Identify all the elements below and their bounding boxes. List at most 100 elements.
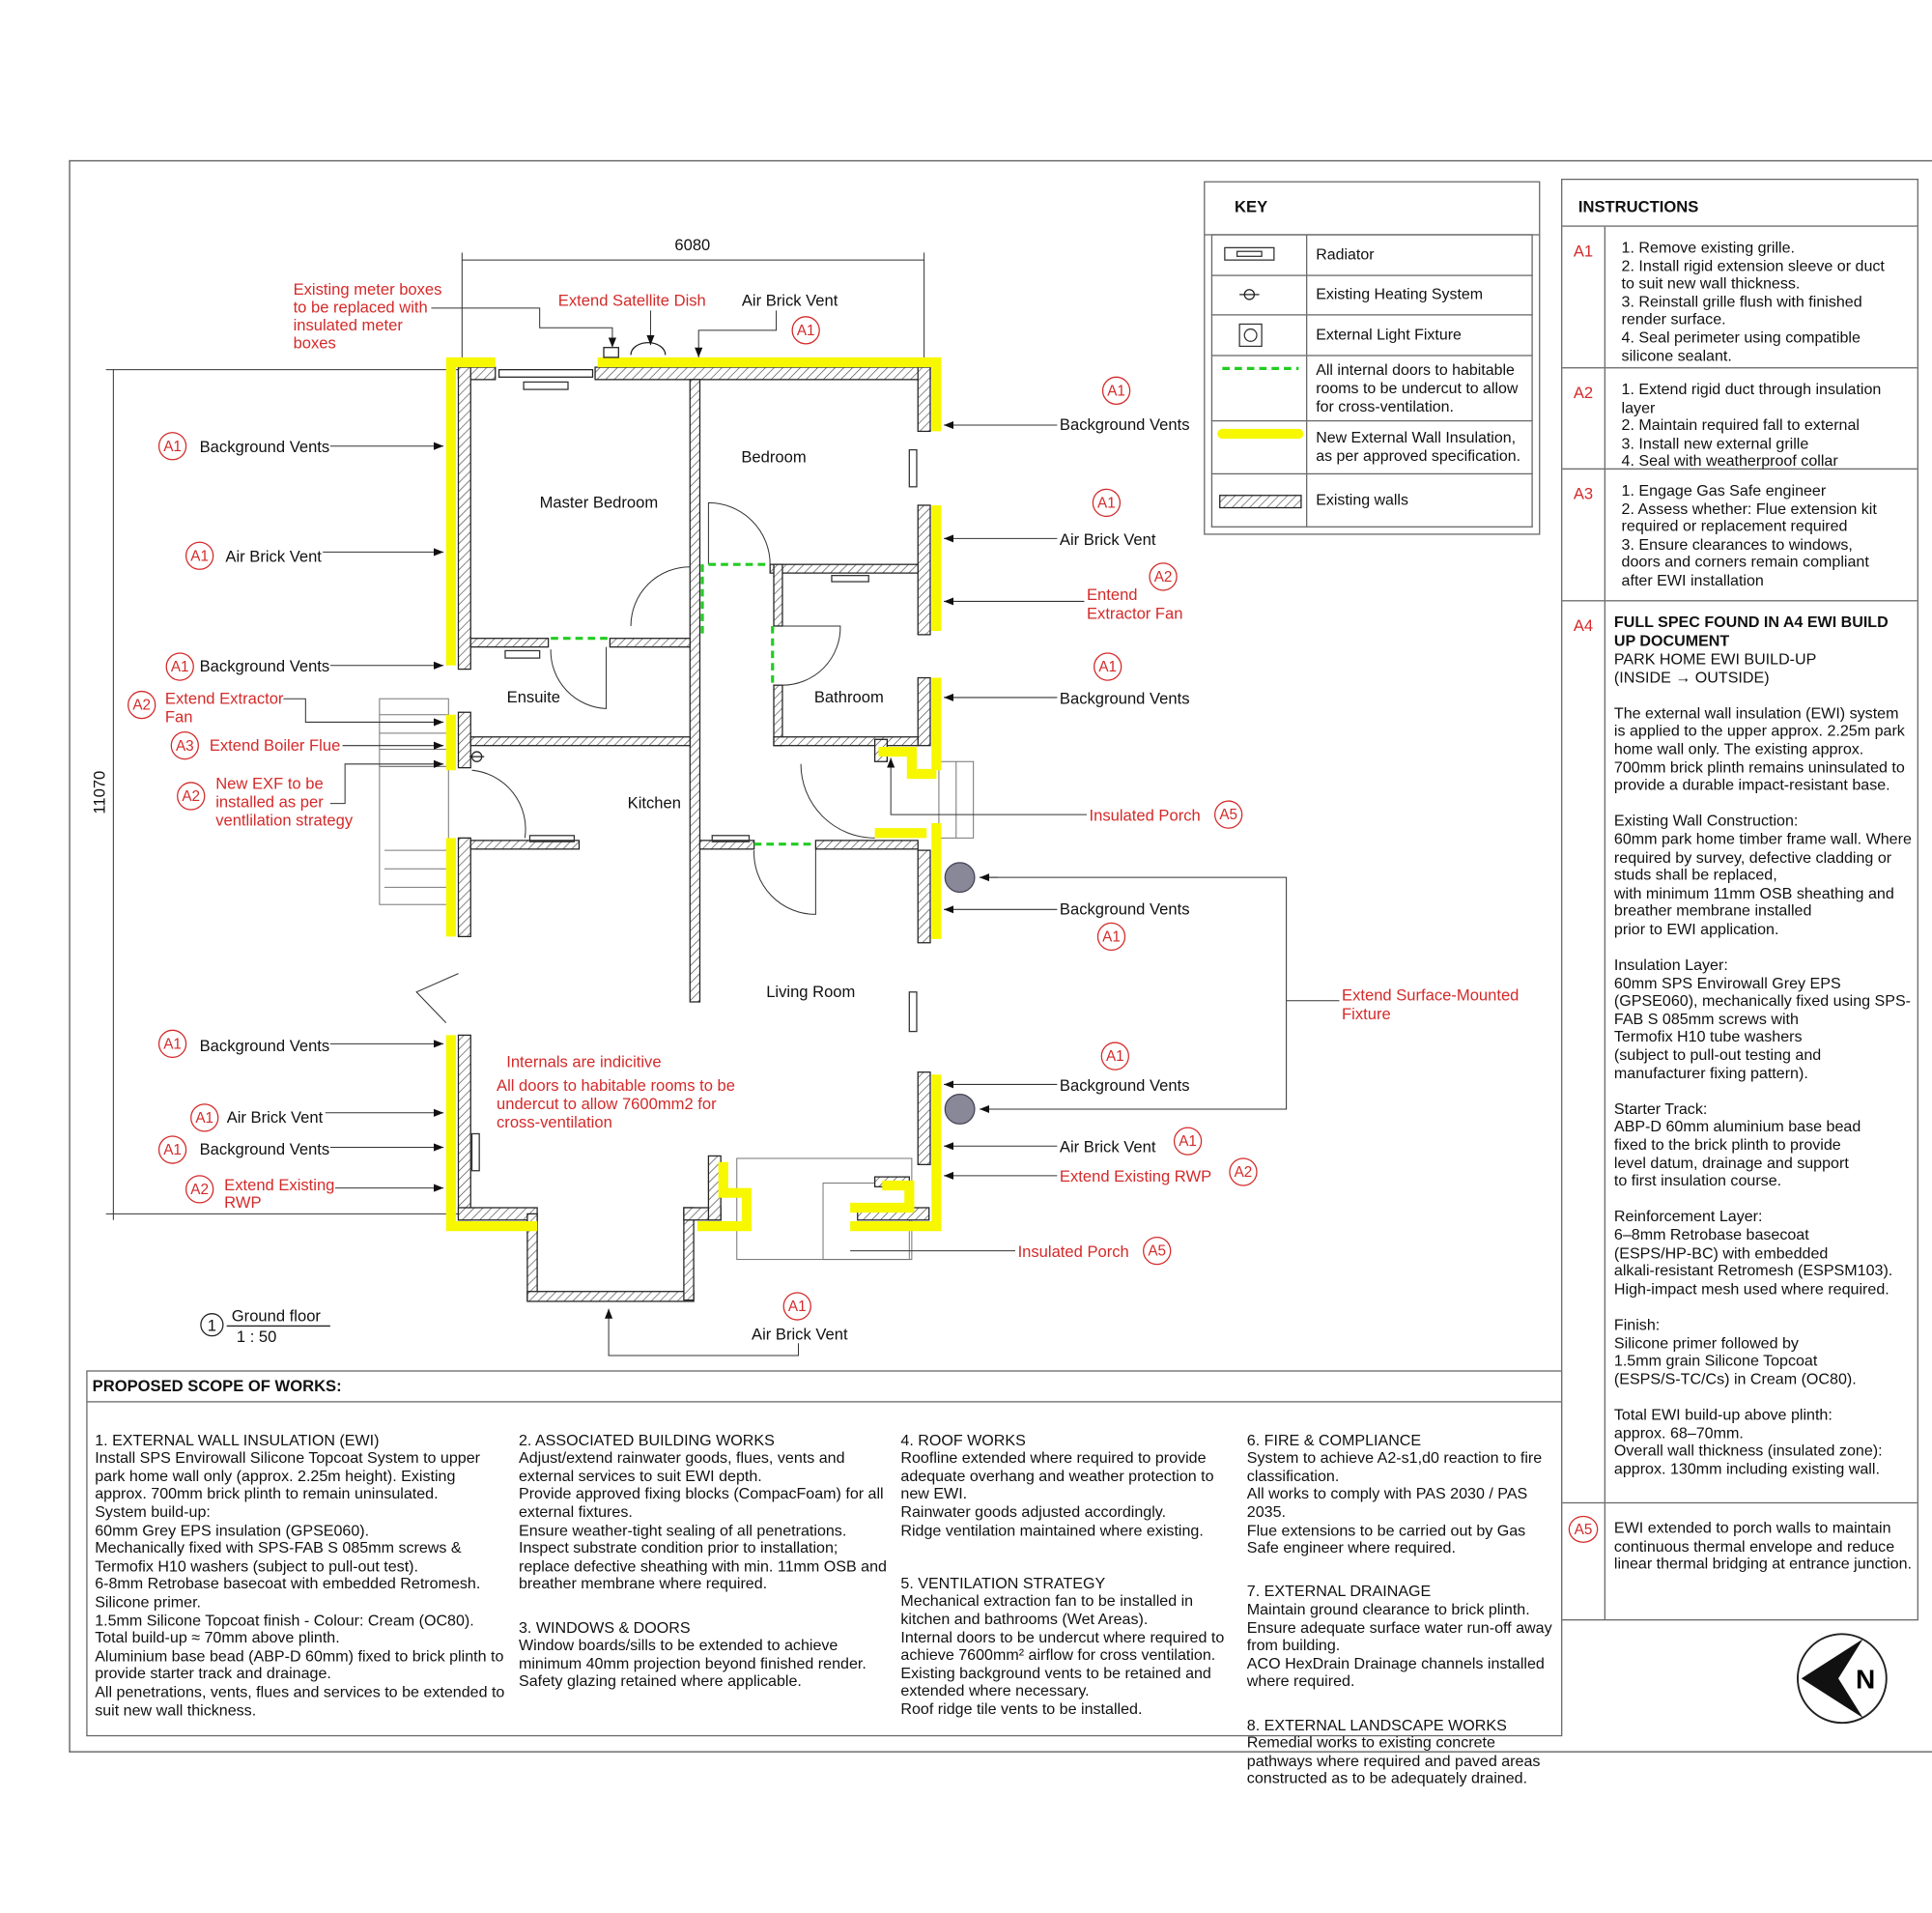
svg-text:A1: A1 bbox=[1107, 383, 1125, 399]
svg-text:Air Brick Vent: Air Brick Vent bbox=[225, 548, 322, 566]
room-bedroom: Bedroom bbox=[741, 447, 806, 466]
svg-text:A1: A1 bbox=[195, 1110, 213, 1127]
key-item-undercut: All internal doors to habitable rooms to… bbox=[1210, 356, 1533, 422]
svg-text:A1: A1 bbox=[190, 548, 209, 564]
room-living-room: Living Room bbox=[766, 983, 855, 1001]
scope-column-4: 6. FIRE & COMPLIANCE System to achieve A… bbox=[1246, 1431, 1552, 1787]
room-kitchen: Kitchen bbox=[628, 794, 681, 813]
key-item-radiator: Radiator bbox=[1210, 234, 1533, 276]
annotation-left-air-brick-vent-1: A1 Air Brick Vent bbox=[185, 541, 444, 570]
instruction-a1: A1 1. Remove existing grille. 2. Install… bbox=[1562, 226, 1918, 369]
svg-text:Insulated Porch: Insulated Porch bbox=[1090, 806, 1201, 824]
dimension-width-label: 6080 bbox=[674, 236, 710, 254]
svg-text:Insulated Porch: Insulated Porch bbox=[1018, 1242, 1129, 1261]
annotation-top-air-brick-vent: Air Brick Vent A1 bbox=[695, 291, 838, 357]
key-title: KEY bbox=[1205, 183, 1540, 236]
svg-text:Background Vents: Background Vents bbox=[1060, 899, 1190, 918]
surface-mounted-fixture-icon bbox=[944, 862, 976, 1125]
svg-text:Background Vents: Background Vents bbox=[200, 438, 330, 456]
existing-walls bbox=[457, 366, 931, 1302]
svg-text:A1: A1 bbox=[1106, 1048, 1124, 1065]
svg-text:A1: A1 bbox=[1097, 496, 1116, 512]
scope-column-2: 2. ASSOCIATED BUILDING WORKS Adjust/exte… bbox=[518, 1431, 887, 1691]
sheet-border bbox=[69, 159, 1932, 1753]
svg-text:A2: A2 bbox=[190, 1182, 209, 1198]
svg-text:Background Vents: Background Vents bbox=[1060, 689, 1190, 707]
svg-text:Background Vents: Background Vents bbox=[200, 657, 330, 675]
svg-text:1 : 50: 1 : 50 bbox=[237, 1328, 276, 1346]
svg-text:Background Vents: Background Vents bbox=[1060, 1076, 1190, 1095]
svg-text:Background Vents: Background Vents bbox=[1060, 415, 1190, 434]
key-legend: KEY Radiator Existing Heating System Ext… bbox=[1204, 181, 1541, 535]
instruction-a4: A4 FULL SPEC FOUND IN A4 EWI BUILD UP DO… bbox=[1562, 601, 1918, 1504]
instructions-title: INSTRUCTIONS bbox=[1562, 180, 1918, 227]
svg-text:Air Brick Vent: Air Brick Vent bbox=[1060, 1138, 1156, 1156]
svg-text:Background Vents: Background Vents bbox=[200, 1037, 330, 1055]
scope-of-works: PROPOSED SCOPE OF WORKS: 1. EXTERNAL WAL… bbox=[86, 1370, 1563, 1787]
annotation-left-background-vents-1: A1 Background Vents bbox=[157, 432, 444, 461]
svg-text:A2: A2 bbox=[182, 788, 200, 805]
new-external-wall-insulation bbox=[445, 357, 942, 1232]
key-item-light: External Light Fixture bbox=[1210, 315, 1533, 357]
svg-text:Ground floor: Ground floor bbox=[232, 1306, 322, 1325]
svg-text:A1: A1 bbox=[797, 323, 815, 339]
heating-system-icon bbox=[1239, 289, 1260, 300]
svg-text:A1: A1 bbox=[1179, 1133, 1197, 1150]
svg-text:Background Vents: Background Vents bbox=[200, 1140, 330, 1158]
svg-text:Extend Satellite Dish: Extend Satellite Dish bbox=[558, 291, 706, 309]
svg-text:Air Brick Vent: Air Brick Vent bbox=[742, 291, 838, 309]
instruction-a3: A3 1. Engage Gas Safe engineer 2. Assess… bbox=[1562, 469, 1918, 602]
svg-text:Air Brick Vent: Air Brick Vent bbox=[752, 1325, 848, 1343]
view-title: 1 Ground floor 1 : 50 bbox=[200, 1306, 330, 1346]
svg-text:Air Brick Vent: Air Brick Vent bbox=[1060, 530, 1156, 549]
key-item-existing-walls: Existing walls bbox=[1210, 474, 1533, 528]
svg-text:A2: A2 bbox=[1235, 1164, 1253, 1181]
svg-text:A1: A1 bbox=[1098, 659, 1117, 675]
hatched-wall-icon bbox=[1219, 495, 1302, 509]
svg-text:Extend Existing RWP: Extend Existing RWP bbox=[1060, 1167, 1211, 1185]
heating-system-icon bbox=[469, 751, 485, 762]
dimension-width: 6080 bbox=[461, 236, 925, 360]
svg-text:N: N bbox=[1856, 1664, 1875, 1694]
north-arrow-icon: N bbox=[1796, 1633, 1888, 1725]
radiator-icon bbox=[470, 381, 918, 1172]
svg-text:A1: A1 bbox=[788, 1299, 807, 1315]
svg-text:A1: A1 bbox=[163, 1142, 182, 1158]
dimension-height: 11070 bbox=[90, 369, 459, 1220]
key-item-insulation: New External Wall Insulation, as per app… bbox=[1210, 421, 1533, 475]
svg-text:A3: A3 bbox=[176, 738, 194, 755]
dimension-height-label: 11070 bbox=[90, 771, 108, 814]
svg-text:A2: A2 bbox=[132, 698, 151, 714]
note-internals: Internals are indicitive bbox=[506, 1053, 661, 1071]
svg-text:A1: A1 bbox=[171, 659, 189, 675]
green-dashed-line-icon bbox=[1222, 366, 1299, 370]
svg-text:A1: A1 bbox=[1102, 928, 1121, 945]
scope-column-1: 1. EXTERNAL WALL INSULATION (EWI) Instal… bbox=[95, 1431, 505, 1719]
radiator-icon bbox=[1224, 246, 1275, 261]
svg-text:A1: A1 bbox=[163, 439, 182, 455]
instruction-a5: A5 EWI extended to porch walls to mainta… bbox=[1562, 1503, 1917, 1620]
scope-column-3: 4. ROOF WORKS Roofline extended where re… bbox=[900, 1431, 1225, 1718]
